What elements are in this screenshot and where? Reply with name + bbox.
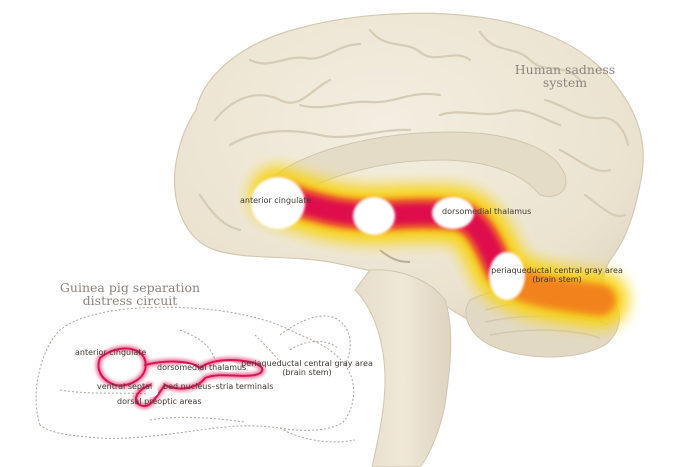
- guinea-pig-title-line2: distress circuit: [82, 293, 178, 309]
- gp-label-dorsomedial-thalamus: dorsomedial thalamus: [157, 363, 247, 372]
- corpus-callosum: [267, 131, 567, 197]
- node-central: [353, 197, 395, 235]
- label-anterior-cingulate: anterior cingulate: [240, 196, 312, 205]
- node-dorsomedial-thalamus: [432, 197, 474, 229]
- guinea-pig-circuit: [95, 345, 266, 410]
- guinea-pig-brain: [35, 306, 356, 443]
- label-pag-line2: (brain stem): [532, 274, 582, 284]
- label-pag-line1: periaqueductal central gray area: [491, 266, 623, 275]
- human-title-line1: Human sadness: [514, 62, 616, 77]
- label-dorsomedial-thalamus: dorsomedial thalamus: [442, 207, 532, 216]
- gp-label-periaqueductal-gray: periaqueductal central gray area (brain …: [232, 359, 382, 378]
- gp-label-anterior-cingulate: anterior cingulate: [75, 348, 147, 357]
- guinea-pig-cortex-outline: [35, 306, 355, 439]
- guinea-pig-cerebellum-outline: [279, 315, 351, 366]
- guinea-pig-stem-outline: [279, 427, 356, 443]
- node-anterior-cingulate: [251, 177, 305, 229]
- gp-label-pag-line2: (brain stem): [282, 367, 332, 377]
- human-title-line2: system: [542, 75, 588, 91]
- brain-stem: [354, 269, 452, 467]
- guinea-pig-title-line1: Guinea pig separation: [59, 280, 201, 295]
- node-periaqueductal-gray: [489, 252, 525, 300]
- gp-label-pag-line1: periaqueductal central gray area: [241, 359, 373, 368]
- gp-label-dorsal-preoptic: dorsal preoptic areas: [117, 397, 202, 406]
- label-periaqueductal-gray: periaqueductal central gray area (brain …: [472, 266, 642, 285]
- guinea-pig-title: Guinea pig separation distress circuit: [55, 281, 205, 307]
- gp-label-ventral-septal: ventral septal: [97, 382, 153, 391]
- human-brain: [173, 12, 644, 467]
- gyri-lines: [198, 28, 630, 232]
- gp-label-bed-nucleus: bed nucleus–stria terminals: [163, 382, 274, 391]
- human-title: Human sadness system: [505, 63, 625, 89]
- human-sadness-circuit: [249, 166, 629, 329]
